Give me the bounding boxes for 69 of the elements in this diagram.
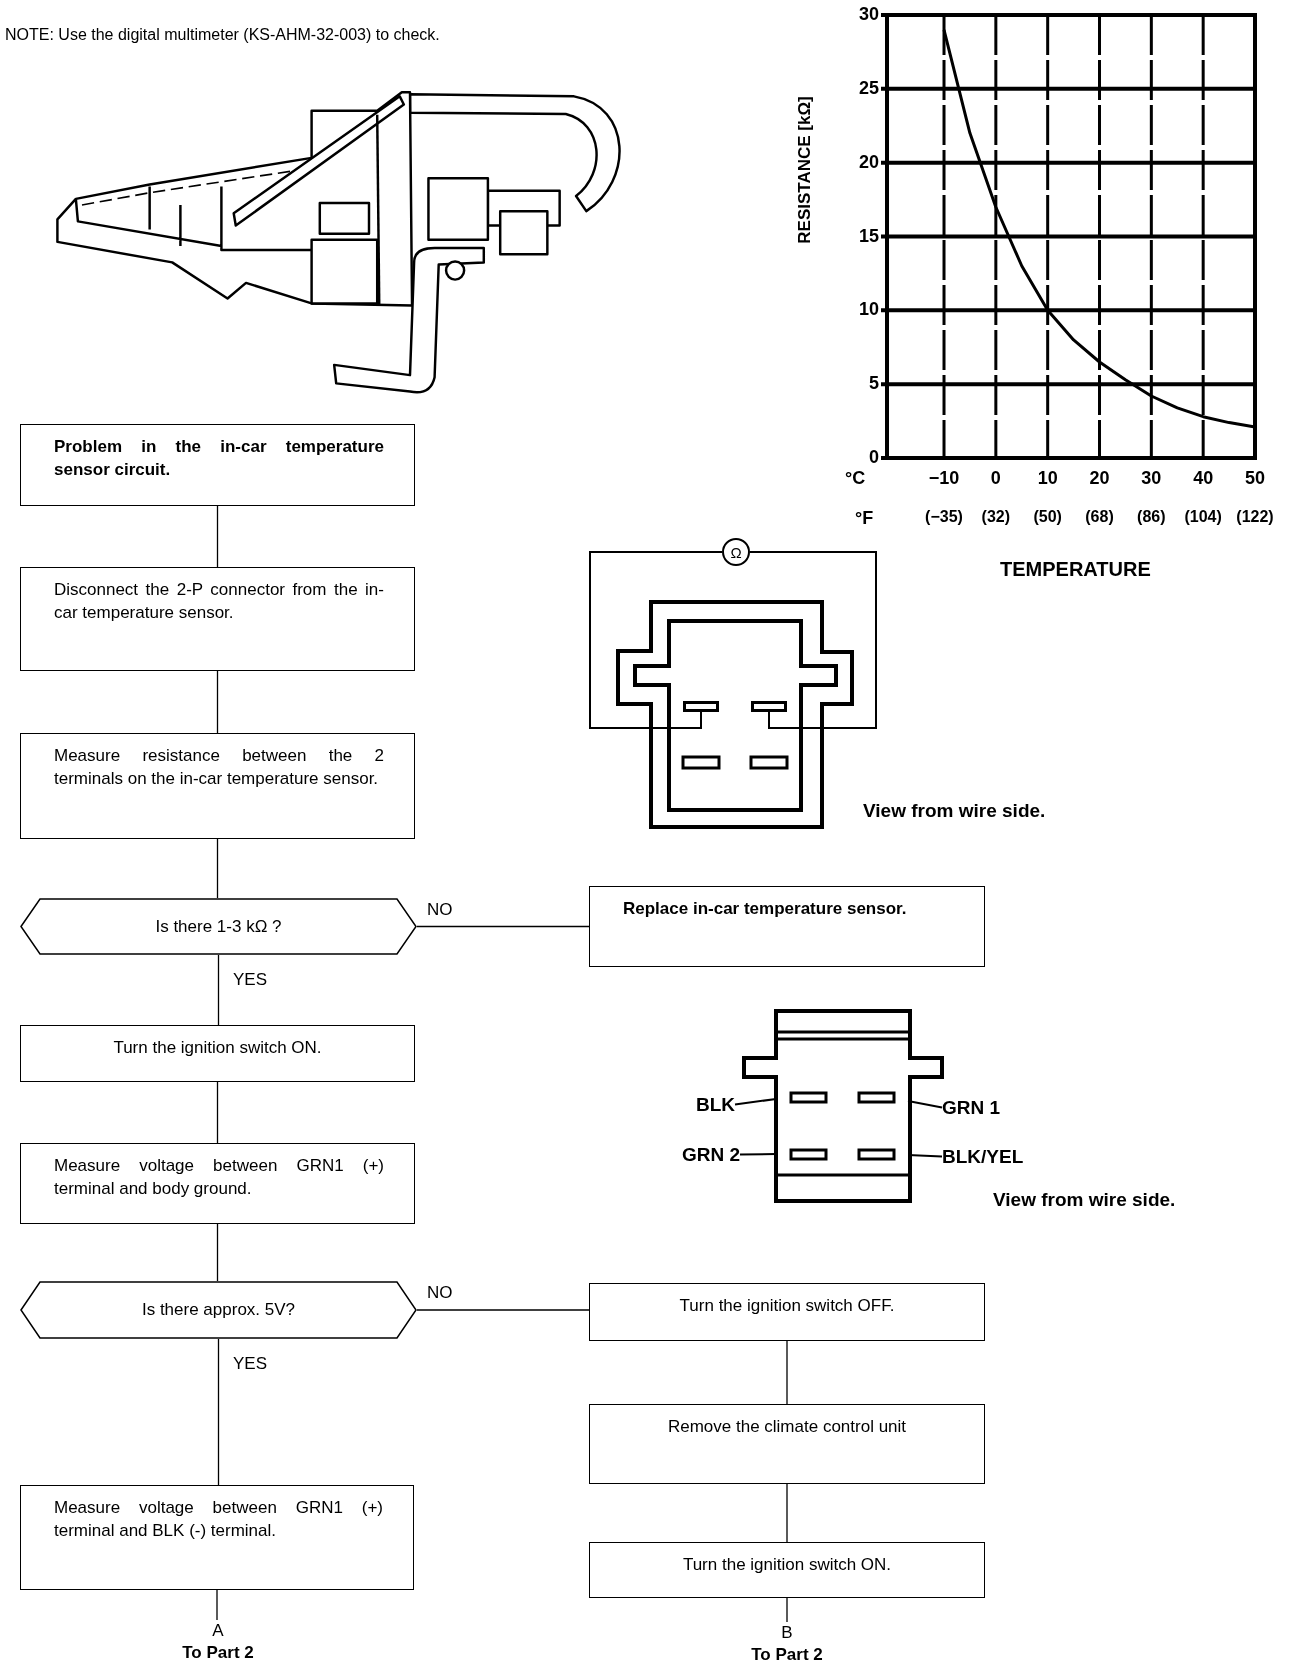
terminal-pin [751, 701, 787, 712]
test-wire [749, 551, 877, 729]
tick-label: 5 [868, 373, 879, 395]
test-wire [589, 551, 723, 729]
tick-label: 0 [989, 468, 1002, 489]
connector-line [216, 1223, 219, 1282]
process-box: Turn the ignition switch OFF. [589, 1283, 985, 1341]
connector-line [216, 1589, 218, 1621]
tick-label: 50 [1244, 468, 1266, 489]
connector-line [216, 838, 219, 899]
wire-color-label: BLK/YEL [942, 1144, 1050, 1169]
connector-line [416, 925, 590, 928]
process-box: Measure voltage between GRN1 (+) terminal and BLK (-) terminal. [20, 1485, 414, 1590]
tick-label: (32) [980, 508, 1012, 526]
tick-label: 20 [1088, 468, 1111, 489]
caption: View from wire side. [863, 800, 1046, 822]
connector-line [786, 1483, 788, 1543]
connector-line [217, 954, 220, 1026]
wire-color-label: GRN 2 [662, 1142, 740, 1167]
caption: View from wire side. [993, 1189, 1176, 1211]
tick-label: −10 [927, 468, 961, 489]
process-box: Measure resistance between the 2 terminals on the in-car temperature sensor. [20, 733, 415, 839]
process-box: Measure voltage between GRN1 (+) terminal and body ground. [20, 1143, 415, 1224]
note-text: NOTE: Use the digital multimeter (KS-AHM-32-003) to check. [5, 26, 440, 44]
leader-line [739, 1153, 777, 1156]
connector-line [416, 1309, 590, 1311]
tick-label: (−35) [924, 508, 964, 526]
tick-label: 10 [1036, 468, 1059, 489]
connector-line [786, 1597, 788, 1623]
tick-label: 20 [857, 151, 879, 173]
unit-label: °F [855, 508, 874, 529]
decision-hexagon: Is there approx. 5V? [20, 1281, 417, 1339]
process-box: Remove the climate control unit [589, 1404, 985, 1484]
tick-label: (68) [1084, 508, 1115, 526]
connector-letter: A [212, 1620, 224, 1642]
process-box: Turn the ignition switch ON. [20, 1025, 415, 1082]
process-box: Turn the ignition switch ON. [589, 1542, 985, 1598]
tick-label: 0 [868, 447, 879, 468]
tick-label: (122) [1235, 508, 1275, 526]
decision-hexagon: Is there 1-3 kΩ ? [20, 898, 417, 955]
connector-line [786, 1340, 788, 1405]
terminal-pin [683, 701, 719, 712]
reference-label: To Part 2 [751, 1644, 823, 1667]
leader-line [734, 1098, 777, 1106]
unit-label: °C [845, 468, 866, 489]
tick-label: (50) [1032, 508, 1063, 526]
process-box: Disconnect the 2-P connector from the in-car temperature sensor. [20, 567, 415, 671]
tick-label: 40 [1192, 468, 1215, 489]
process-box: Problem in the in-car temperature sensor circuit. [20, 424, 415, 506]
tick-label: 30 [1140, 468, 1163, 489]
tick-label: (104) [1183, 508, 1223, 526]
tick-label: 30 [857, 4, 879, 25]
leader-line [907, 1100, 943, 1109]
reference-label: To Part 2 [182, 1642, 254, 1665]
connector-line [216, 1081, 219, 1144]
process-box: Replace in-car temperature sensor. [589, 886, 985, 967]
tick-label: 10 [857, 299, 879, 321]
connector-line [216, 670, 219, 734]
connector-line [216, 505, 219, 568]
tick-label: 25 [857, 77, 879, 99]
connector-letter: B [781, 1622, 793, 1644]
axis-title: RESISTANCE [kΩ] [795, 95, 815, 246]
tick-label: 15 [857, 225, 879, 247]
axis-title: TEMPERATURE [1000, 558, 1151, 581]
ohmmeter-symbol: Ω [722, 538, 750, 566]
tick-label: (86) [1136, 508, 1167, 526]
wire-color-label: GRN 1 [942, 1095, 1017, 1120]
connector-line [217, 1338, 220, 1486]
wire-color-label: BLK [680, 1092, 735, 1117]
